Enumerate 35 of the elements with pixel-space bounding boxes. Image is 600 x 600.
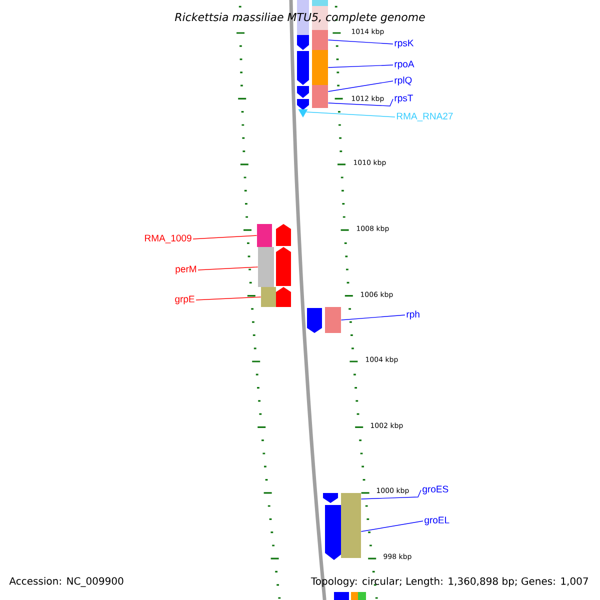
info-text: Accession: NC_009900 [9, 577, 124, 587]
gene-label: rplQ [394, 76, 412, 86]
leader-line [192, 235, 258, 240]
gene-label: grpE [175, 296, 194, 304]
gene-label: RMA_1009 [145, 234, 192, 244]
gene-label: rph [406, 310, 420, 320]
gene-label: rpsK [394, 40, 414, 48]
gene-label: perM [176, 266, 196, 274]
info-text: Topology: circular; Length: 1,360,898 bp; Genes: 1,007 [310, 577, 588, 587]
leader-line [328, 80, 394, 92]
gene-feature [257, 224, 272, 247]
leader-line [340, 314, 406, 320]
gene-feature [312, 30, 328, 50]
gene-feature [298, 109, 308, 118]
gene-feature [312, 50, 328, 85]
gene-feature [312, 98, 328, 108]
gene-feature [312, 85, 328, 98]
leader-line [306, 112, 396, 118]
gene-label: RMA_RNA27 [397, 112, 453, 122]
leader-line [198, 266, 258, 270]
leader-line [360, 520, 424, 532]
title: Rickettsia massiliae MTU5, complete genome [174, 12, 425, 24]
gene-feature [325, 307, 341, 333]
leader-line [196, 296, 262, 300]
gene-feature [261, 287, 276, 307]
gene-label: rpsT [394, 94, 413, 104]
gene-label: rpoA [394, 60, 414, 70]
gene-label: groEL [424, 516, 450, 526]
gene-label: groES [422, 486, 448, 494]
leader-line [360, 490, 422, 500]
leader-line [328, 40, 394, 44]
gene-feature [341, 493, 361, 505]
gene-feature [258, 247, 274, 287]
leader-line [328, 98, 394, 106]
leader-line [328, 64, 394, 68]
